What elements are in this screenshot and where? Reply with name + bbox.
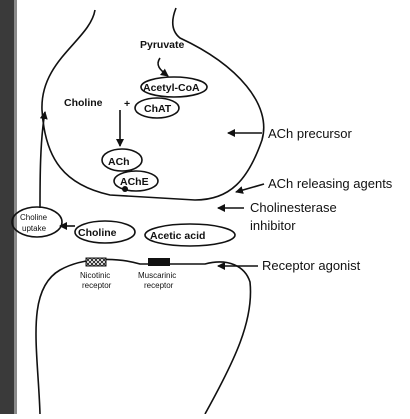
ach-releasing-label: ACh releasing agents (268, 176, 393, 191)
nicotinic-label-line1: Nicotinic (80, 271, 110, 280)
nicotinic-receptor-symbol (86, 258, 106, 266)
muscarinic-receptor-symbol (148, 258, 170, 266)
cholinesterase-label-line1: Cholinesterase (250, 200, 337, 215)
chat-label: ChAT (144, 103, 172, 115)
cleft-choline-label: Choline (78, 227, 117, 239)
choline-uptake-label-line2: uptake (22, 224, 47, 233)
muscarinic-label-line2: receptor (144, 281, 174, 290)
left-shading-edge (14, 0, 17, 414)
cholinesterase-label-line2: inhibitor (250, 218, 296, 233)
choline-label: Choline (64, 97, 103, 109)
pyruvate-label: Pyruvate (140, 39, 185, 51)
plus-sign: + (124, 98, 130, 110)
ach-releasing-arrow (236, 184, 264, 192)
ach-label: ACh (108, 156, 130, 168)
nicotinic-label-line2: receptor (82, 281, 112, 290)
pyruvate-to-acetyl-coa-arrow (158, 58, 168, 76)
acetyl-coa-label: Acetyl-CoA (143, 82, 200, 94)
choline-uptake-label-line1: Choline (20, 213, 48, 222)
ache-label: AChE (120, 176, 149, 188)
muscarinic-label-line1: Muscarinic (138, 271, 176, 280)
left-shading-strip (0, 0, 14, 414)
ach-precursor-label: ACh precursor (268, 126, 352, 141)
receptor-agonist-label: Receptor agonist (262, 258, 361, 273)
acetic-acid-label: Acetic acid (150, 230, 205, 242)
